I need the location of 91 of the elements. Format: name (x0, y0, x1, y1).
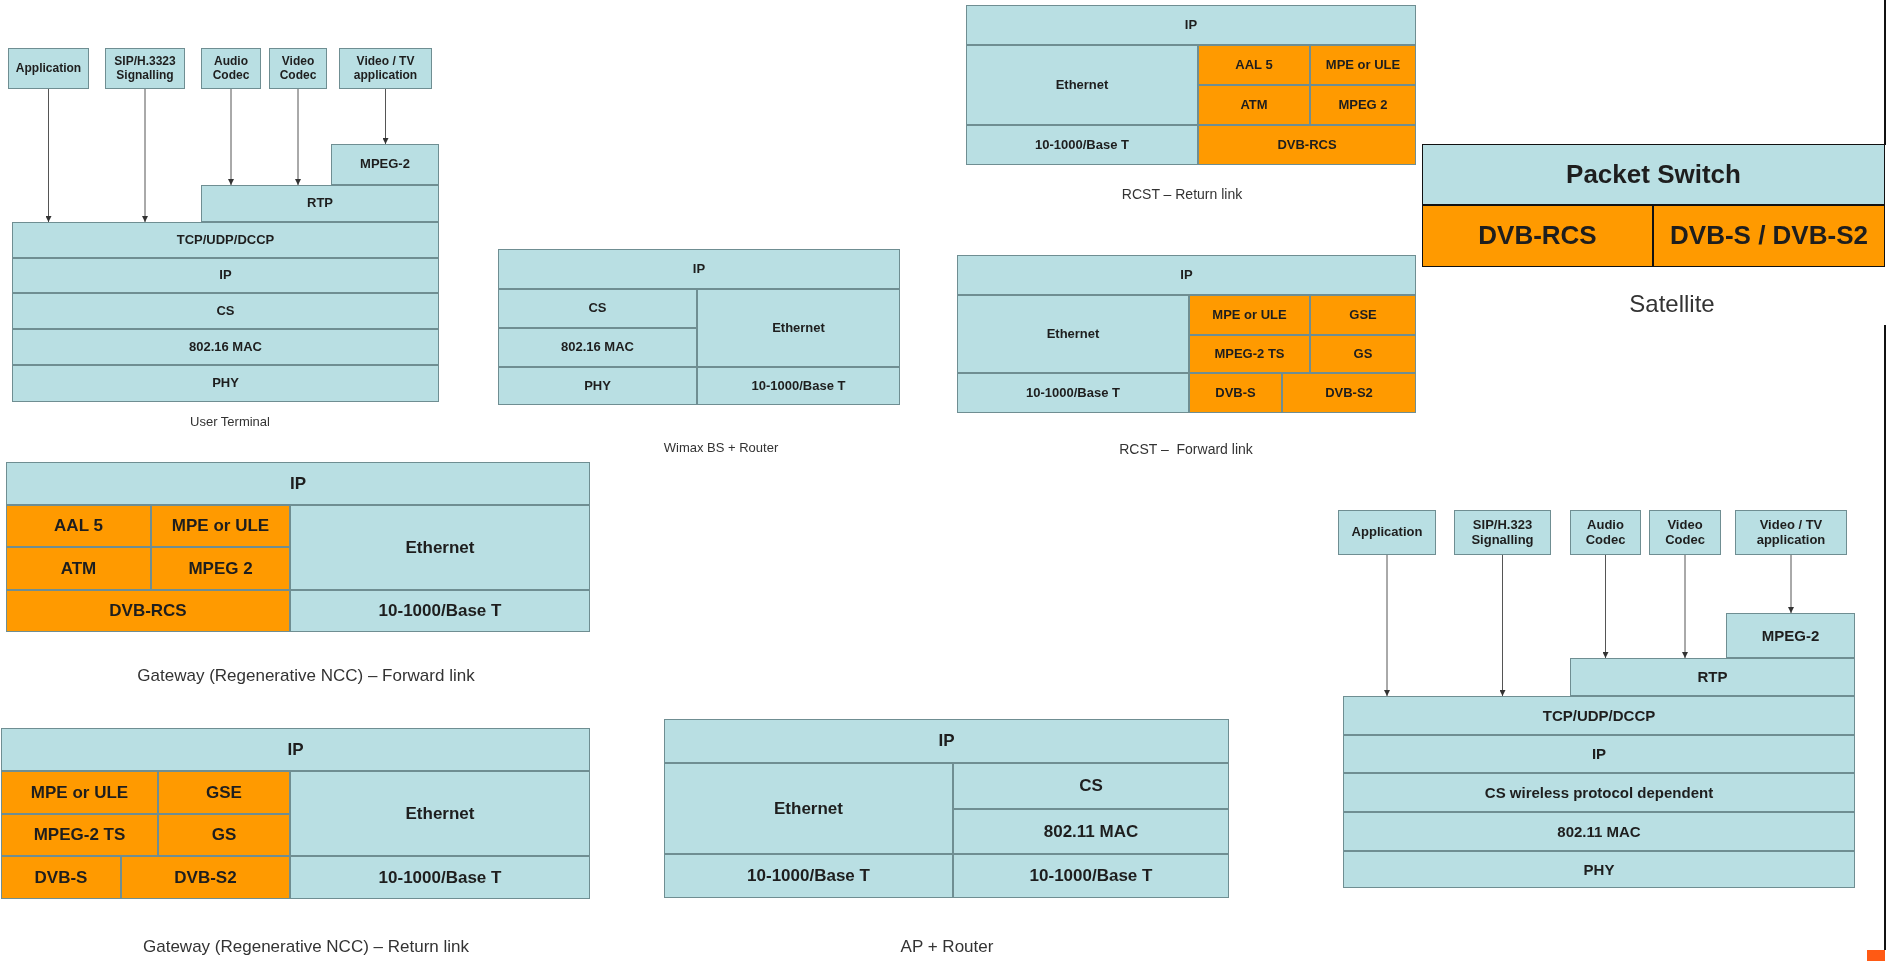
protocol-layer: DVB-RCS (6, 590, 290, 632)
protocol-layer: 10-1000/Base T (953, 854, 1229, 898)
protocol-layer: ATM (6, 547, 151, 590)
protocol-layer: Video / TV application (1735, 510, 1847, 555)
protocol-layer: 10-1000/Base T (664, 854, 953, 898)
arrow (1499, 554, 1506, 697)
protocol-layer: Application (8, 48, 89, 89)
protocol-layer: AAL 5 (6, 505, 151, 547)
arrow (1602, 554, 1609, 659)
protocol-layer: CS (498, 289, 697, 328)
protocol-layer: TCP/UDP/DCCP (12, 222, 439, 258)
protocol-layer: PHY (1343, 851, 1855, 888)
protocol-layer: GS (1310, 335, 1416, 373)
protocol-layer: TCP/UDP/DCCP (1343, 696, 1855, 735)
protocol-layer: DVB-S2 (121, 856, 290, 899)
protocol-layer: CS (953, 763, 1229, 809)
protocol-layer: IP (664, 719, 1229, 763)
arrow (142, 88, 148, 223)
protocol-layer: MPEG 2 (151, 547, 290, 590)
arrow (228, 88, 234, 186)
arrow (1384, 554, 1390, 697)
protocol-layer: DVB-RCS (1198, 125, 1416, 165)
stack-caption: RCST – Return link (1121, 186, 1243, 202)
protocol-layer: SIP/H.3323 Signalling (105, 48, 185, 89)
protocol-layer: MPE or ULE (1310, 45, 1416, 85)
protocol-layer: DVB-S (1189, 373, 1282, 413)
protocol-layer: 10-1000/Base T (966, 125, 1198, 165)
protocol-layer: Video Codec (1649, 510, 1721, 555)
stack-caption: Gateway (Regenerative NCC) – Return link (143, 937, 469, 957)
arrow (1788, 554, 1794, 614)
protocol-layer: GS (158, 814, 290, 856)
protocol-layer: 10-1000/Base T (957, 373, 1189, 413)
protocol-layer: Ethernet (290, 505, 590, 590)
protocol-layer: 10-1000/Base T (290, 856, 590, 899)
protocol-layer: Ethernet (966, 45, 1198, 125)
protocol-layer: Audio Codec (1570, 510, 1641, 555)
stack-caption: Satellite (1629, 290, 1715, 318)
protocol-layer: DVB-S / DVB-S2 (1653, 205, 1885, 267)
stack-caption: AP + Router (900, 937, 994, 957)
protocol-layer: IP (1, 728, 590, 771)
protocol-layer: MPEG-2 TS (1189, 335, 1310, 373)
protocol-layer: DVB-S (1, 856, 121, 899)
protocol-layer: Ethernet (957, 295, 1189, 373)
protocol-layer: MPEG-2 TS (1, 814, 158, 856)
protocol-layer: Application (1338, 510, 1436, 555)
protocol-layer: GSE (158, 771, 290, 814)
protocol-layer: 10-1000/Base T (697, 367, 900, 405)
stack-caption: User Terminal (190, 414, 270, 429)
protocol-layer: IP (12, 258, 439, 293)
protocol-layer: CS wireless protocol dependent (1343, 773, 1855, 812)
protocol-layer: AAL 5 (1198, 45, 1310, 85)
stack-caption: Wimax BS + Router (663, 440, 779, 455)
protocol-layer: MPEG-2 (1726, 613, 1855, 658)
protocol-layer: IP (966, 5, 1416, 45)
protocol-layer: MPEG-2 (331, 144, 439, 185)
protocol-layer: SIP/H.323 Signalling (1454, 510, 1551, 555)
protocol-layer: IP (1343, 735, 1855, 773)
protocol-layer: IP (498, 249, 900, 289)
stack-caption: RCST – Forward link (1119, 441, 1253, 457)
protocol-layer: Ethernet (697, 289, 900, 367)
protocol-layer: DVB-S2 (1282, 373, 1416, 413)
protocol-layer: Packet Switch (1422, 144, 1885, 205)
arrow (295, 88, 301, 186)
stack-caption: Gateway (Regenerative NCC) – Forward link (137, 666, 475, 686)
arrow (45, 88, 52, 223)
protocol-layer: PHY (498, 367, 697, 405)
protocol-layer: Ethernet (290, 771, 590, 856)
protocol-layer: ATM (1198, 85, 1310, 125)
protocol-layer: RTP (201, 185, 439, 222)
protocol-layer: 10-1000/Base T (290, 590, 590, 632)
protocol-layer: MPE or ULE (151, 505, 290, 547)
protocol-layer: 802.16 MAC (498, 328, 697, 367)
protocol-layer: MPE or ULE (1189, 295, 1310, 335)
protocol-layer: MPEG 2 (1310, 85, 1416, 125)
protocol-layer: Video / TV application (339, 48, 432, 89)
protocol-layer: IP (6, 462, 590, 505)
arrow (382, 88, 389, 145)
protocol-layer: 802.11 MAC (953, 809, 1229, 854)
protocol-layer: PHY (12, 365, 439, 402)
protocol-layer: Audio Codec (201, 48, 261, 89)
protocol-layer: GSE (1310, 295, 1416, 335)
arrow (1682, 554, 1688, 659)
protocol-layer: RTP (1570, 658, 1855, 696)
protocol-layer: DVB-RCS (1422, 205, 1653, 267)
protocol-layer: 802.11 MAC (1343, 812, 1855, 851)
protocol-layer: IP (957, 255, 1416, 295)
protocol-layer: Ethernet (664, 763, 953, 854)
protocol-layer: 802.16 MAC (12, 329, 439, 365)
protocol-layer: CS (12, 293, 439, 329)
protocol-layer: MPE or ULE (1, 771, 158, 814)
protocol-layer: Video Codec (269, 48, 327, 89)
